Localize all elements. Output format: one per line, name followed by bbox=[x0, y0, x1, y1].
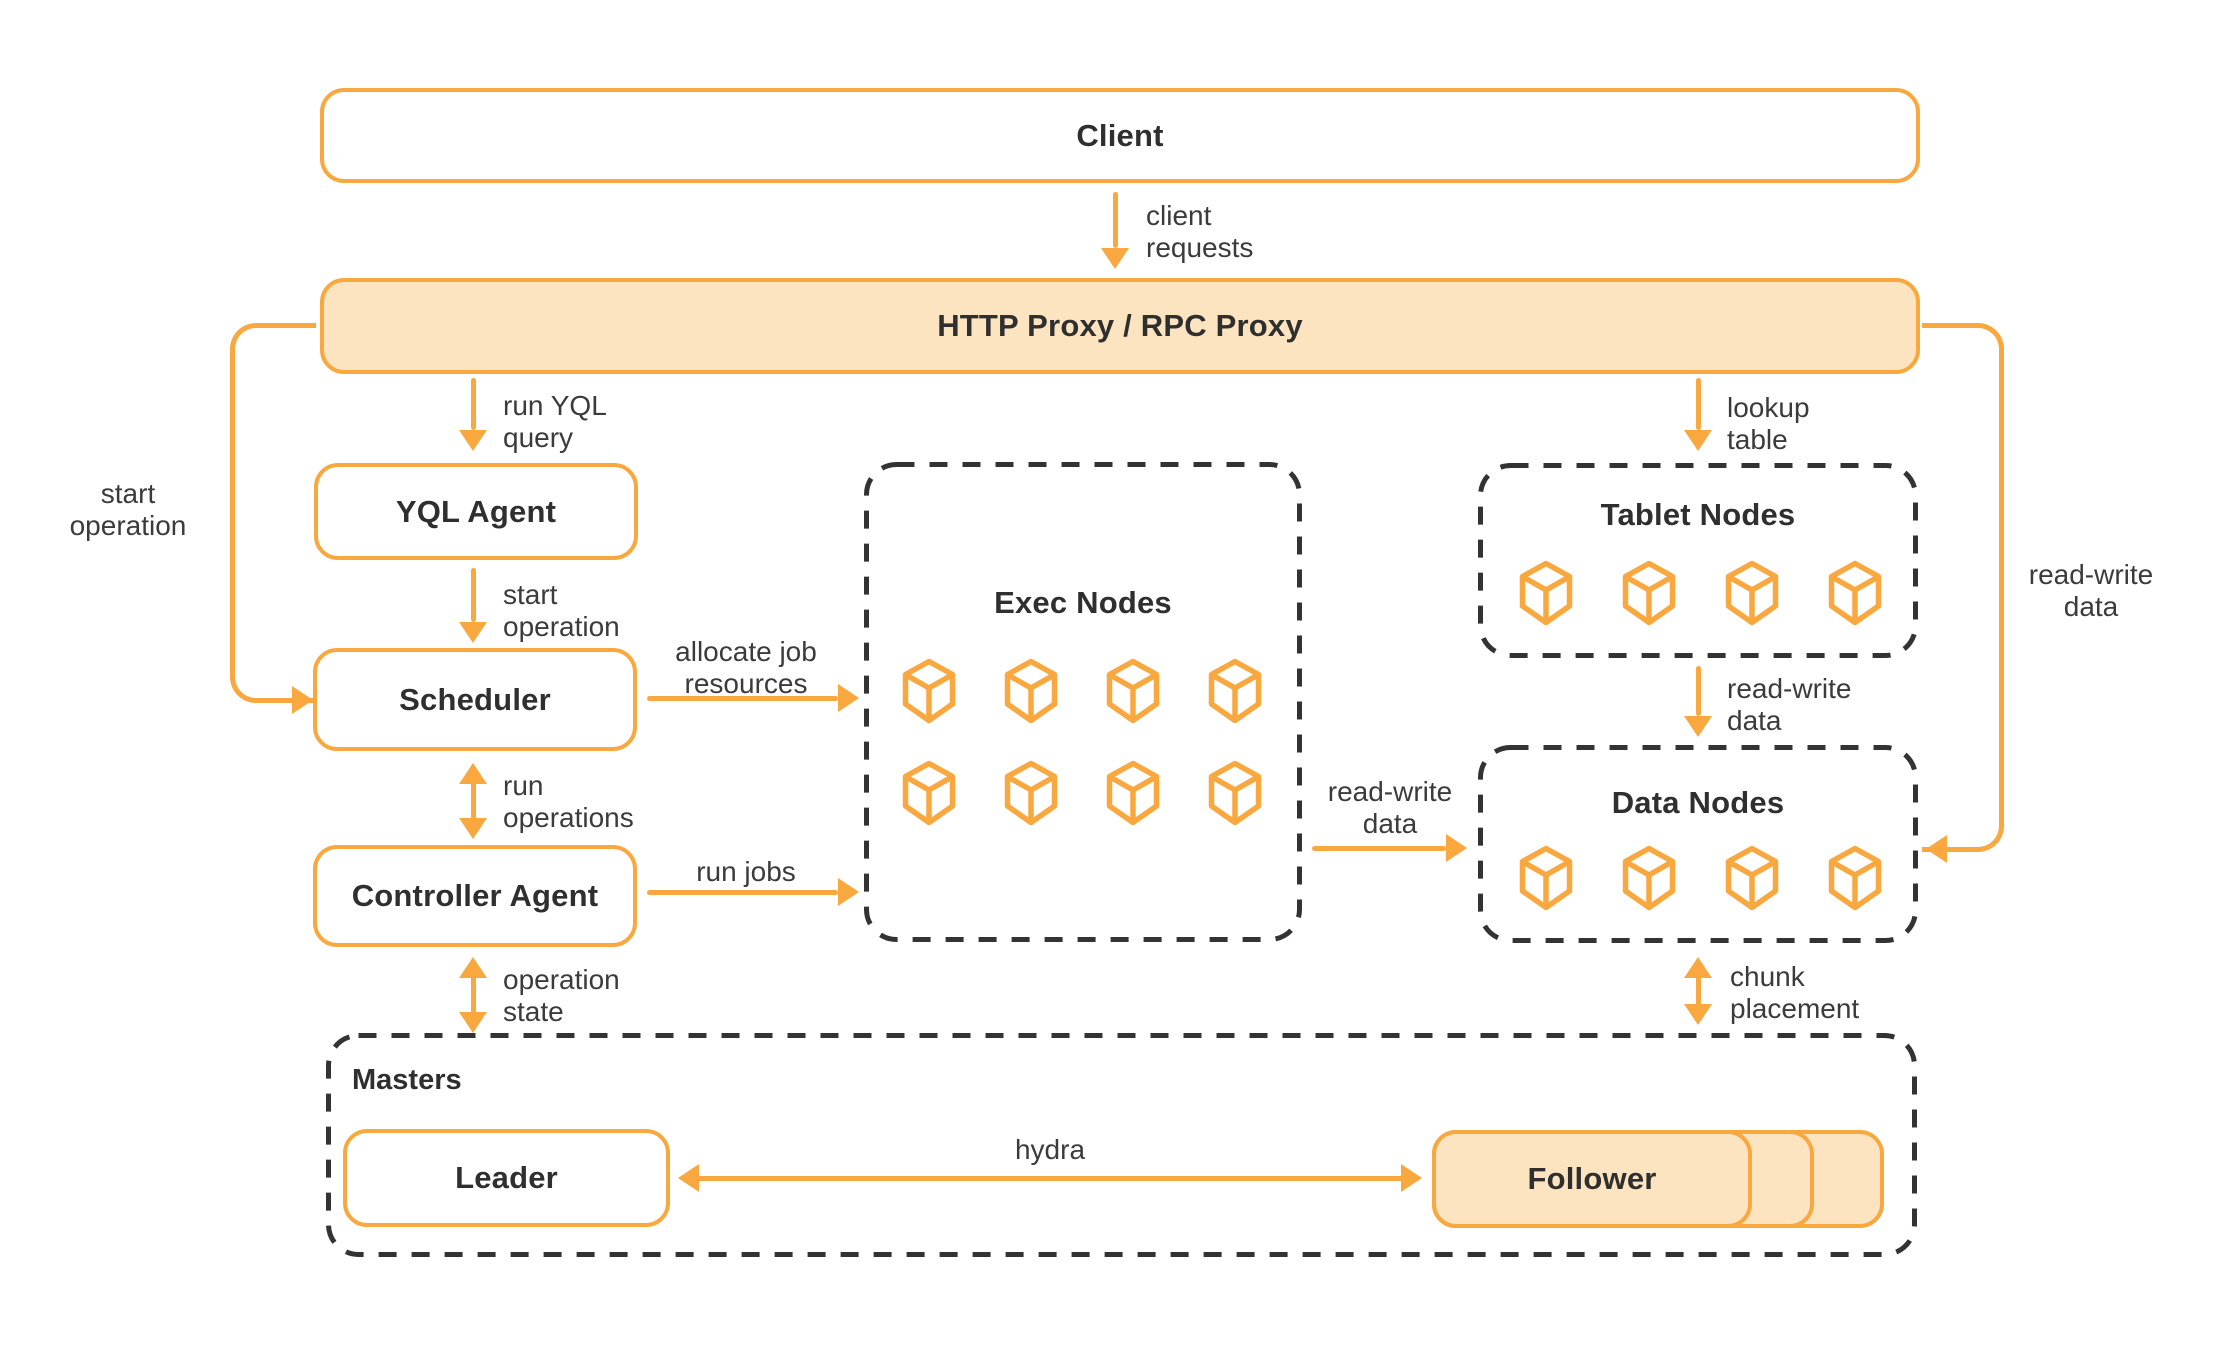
cube-icon bbox=[1004, 658, 1058, 724]
cube-icon bbox=[1106, 760, 1160, 826]
label-start-operation: start operation bbox=[503, 579, 620, 642]
client-node-label: Client bbox=[1076, 117, 1164, 153]
masters-group-label: Masters bbox=[352, 1064, 462, 1096]
arrowhead-right-icon bbox=[838, 878, 859, 906]
arrowhead-down-icon bbox=[459, 1012, 487, 1033]
label-read-write-tablet-data: read-write data bbox=[1727, 673, 1852, 736]
cube-icon bbox=[1106, 658, 1160, 724]
arrowhead-down-icon bbox=[459, 622, 487, 643]
label-chunk-placement: chunk placement bbox=[1730, 961, 1860, 1024]
yql-agent-node: YQL Agent bbox=[314, 463, 638, 560]
arrowhead-left-icon bbox=[1926, 835, 1947, 863]
exec-nodes-group-border bbox=[864, 462, 1302, 942]
masters-group-border bbox=[326, 1033, 1917, 1257]
data-nodes-group-border bbox=[1478, 745, 1918, 943]
arrowhead-right-icon bbox=[1446, 834, 1467, 862]
cube-icon bbox=[1725, 845, 1779, 911]
cube-icon bbox=[902, 760, 956, 826]
arrowhead-right-icon bbox=[1401, 1164, 1422, 1192]
arrowhead-up-icon bbox=[459, 763, 487, 784]
tablet-nodes-cubes bbox=[1515, 560, 1886, 626]
arrowhead-up-icon bbox=[459, 957, 487, 978]
client-node: Client bbox=[320, 88, 1920, 183]
cube-icon bbox=[1004, 760, 1058, 826]
cube-icon bbox=[1622, 845, 1676, 911]
exec-nodes-group-label: Exec Nodes bbox=[994, 585, 1172, 620]
label-lookup-table: lookup table bbox=[1727, 392, 1810, 455]
label-allocate-job-resources: allocate job resources bbox=[675, 636, 817, 699]
data-nodes-group-label: Data Nodes bbox=[1611, 785, 1785, 820]
label-start-operation-side: start operation bbox=[69, 478, 187, 541]
scheduler-node: Scheduler bbox=[313, 648, 637, 751]
arrowhead-down-icon bbox=[459, 430, 487, 451]
arrowhead-down-icon bbox=[1101, 248, 1129, 269]
follower-node-label: Follower bbox=[1527, 1161, 1657, 1196]
label-read-write-exec-data: read-write data bbox=[1327, 776, 1453, 839]
arrowhead-down-icon bbox=[1684, 716, 1712, 737]
cube-icon bbox=[1828, 560, 1882, 626]
arrowhead-left-icon bbox=[678, 1164, 699, 1192]
cube-icon bbox=[1828, 845, 1882, 911]
arrowhead-down-icon bbox=[1684, 430, 1712, 451]
arrowhead-down-icon bbox=[459, 818, 487, 839]
yql-agent-node-label: YQL Agent bbox=[395, 493, 557, 529]
label-run-jobs: run jobs bbox=[696, 856, 796, 887]
leader-node-label: Leader bbox=[455, 1160, 558, 1195]
data-nodes-cubes bbox=[1515, 845, 1886, 911]
scheduler-node-label: Scheduler bbox=[399, 681, 551, 717]
tablet-nodes-group-label: Tablet Nodes bbox=[1600, 497, 1796, 532]
leader-node: Leader bbox=[343, 1129, 670, 1227]
cube-icon bbox=[1519, 560, 1573, 626]
arrowhead-right-icon bbox=[292, 686, 313, 714]
label-read-write-side: read-write data bbox=[2028, 559, 2154, 622]
cube-icon bbox=[1622, 560, 1676, 626]
arrowhead-up-icon bbox=[1684, 957, 1712, 978]
follower-node: Follower bbox=[1432, 1130, 1752, 1228]
http-rpc-proxy-node-label: HTTP Proxy / RPC Proxy bbox=[937, 308, 1303, 343]
cube-icon bbox=[1725, 560, 1779, 626]
exec-nodes-cubes bbox=[898, 658, 1266, 826]
cube-icon bbox=[1208, 658, 1262, 724]
label-operation-state: operation state bbox=[503, 964, 620, 1027]
cube-icon bbox=[1208, 760, 1262, 826]
cube-icon bbox=[1519, 845, 1573, 911]
label-client-requests: client requests bbox=[1146, 200, 1254, 263]
arrowhead-down-icon bbox=[1684, 1004, 1712, 1025]
controller-agent-node: Controller Agent bbox=[313, 845, 637, 947]
arrowhead-right-icon bbox=[838, 684, 859, 712]
label-run-operations: run operations bbox=[503, 770, 634, 833]
http-rpc-proxy-node: HTTP Proxy / RPC Proxy bbox=[320, 278, 1920, 374]
cube-icon bbox=[902, 658, 956, 724]
label-hydra: hydra bbox=[1014, 1134, 1086, 1165]
label-run-yql-query: run YQL query bbox=[503, 390, 607, 453]
controller-agent-node-label: Controller Agent bbox=[351, 878, 599, 913]
